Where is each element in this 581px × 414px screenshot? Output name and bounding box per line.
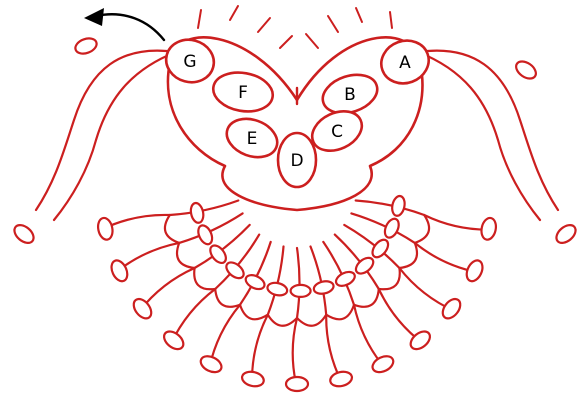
fan-cross-link <box>177 243 195 268</box>
chain-oval-outer <box>241 370 266 389</box>
chain-oval-inner <box>196 223 215 246</box>
chain-oval-outer <box>439 296 464 322</box>
picot <box>306 34 318 48</box>
fan-cross-link <box>297 315 326 326</box>
chain-oval-inner <box>390 195 406 217</box>
chain-oval-inner <box>266 281 288 297</box>
ring-g: G <box>161 35 218 88</box>
picot <box>198 10 201 28</box>
chain-oval-inner <box>382 217 401 240</box>
chain-oval-outer <box>464 258 486 284</box>
chain-oval-inner <box>189 202 205 224</box>
ring-d-label: D <box>290 151 303 171</box>
ring-f: F <box>210 68 276 116</box>
fan-cross-link <box>194 268 215 289</box>
chain-oval-outer <box>370 353 396 375</box>
fan-chain-inner <box>356 201 425 216</box>
chain-oval-outer <box>198 353 224 375</box>
left-wing-chain <box>36 51 176 210</box>
chain-oval-outer <box>108 258 130 284</box>
ring-c-label: C <box>331 122 343 142</box>
chain-oval-inner <box>243 272 266 292</box>
ring-layer: A BC D E F G <box>11 34 579 391</box>
chain-oval-outer <box>329 370 354 389</box>
right-wing-chain <box>418 51 558 210</box>
chain-oval-outer <box>130 296 155 322</box>
curved-arrow-left-icon <box>84 8 164 40</box>
fan-cross-link <box>354 289 379 307</box>
left-wing-chain <box>54 52 176 220</box>
fan-cross-link <box>379 268 400 289</box>
fan-chain-inner <box>268 247 284 315</box>
ring-a: A <box>375 34 434 90</box>
picot <box>390 12 392 28</box>
ring-e: E <box>221 112 282 164</box>
chain-oval-inner <box>334 269 357 289</box>
picot <box>280 36 292 48</box>
chain-oval-outer <box>480 217 498 241</box>
chain-oval-inner <box>313 279 335 295</box>
chain-oval-outer <box>96 217 114 241</box>
chain-layer <box>36 6 558 388</box>
chain-oval-outer <box>161 328 187 353</box>
wing-oval <box>11 222 37 247</box>
fan-cross-link <box>326 305 354 320</box>
fan-cross-link <box>165 215 179 243</box>
fan-chain-inner <box>351 213 414 243</box>
wing-oval <box>513 58 539 82</box>
fan-cross-link <box>268 315 297 326</box>
wing-oval <box>553 222 579 247</box>
picot <box>356 8 362 22</box>
chain-oval-outer <box>407 328 433 353</box>
picot <box>258 18 270 32</box>
arrow-head <box>84 8 104 26</box>
arrow-shaft <box>96 14 164 40</box>
fan-cross-link <box>415 215 429 243</box>
fan-cross-link <box>240 305 268 320</box>
right-wing-chain <box>418 52 540 220</box>
fan-cross-link <box>399 243 417 268</box>
arrow-layer <box>84 8 164 40</box>
ring-b-label: B <box>344 85 356 105</box>
ring-a-label: A <box>399 53 411 73</box>
ring-d: D <box>278 133 316 187</box>
fan-cross-link <box>215 289 240 307</box>
ring-g-label: G <box>183 52 196 72</box>
ring-f-label: F <box>238 83 248 103</box>
picot <box>230 6 238 20</box>
fan-chain-inner <box>297 248 300 318</box>
ring-e-label: E <box>247 129 258 149</box>
wing-oval <box>73 36 98 57</box>
chain-oval-outer <box>286 377 308 391</box>
picot <box>328 16 338 32</box>
chain-oval-inner <box>291 285 311 297</box>
